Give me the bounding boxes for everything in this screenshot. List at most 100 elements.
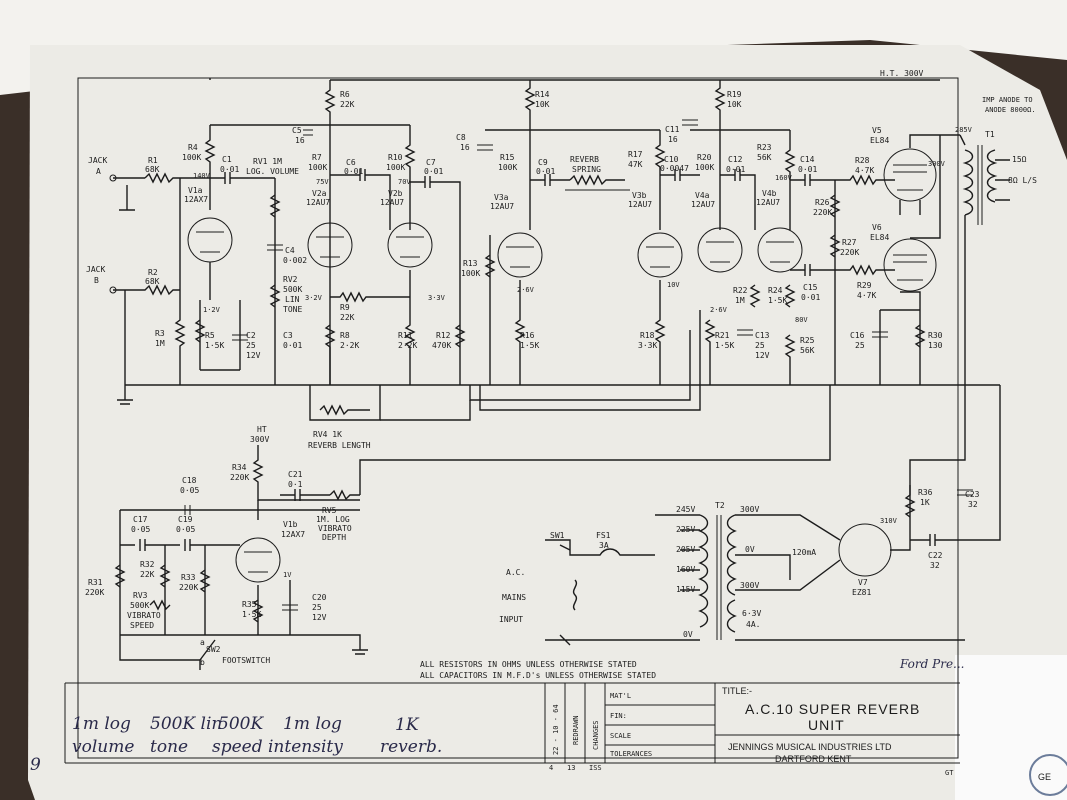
c13-voltage: 12V — [755, 351, 770, 360]
r2-ref: R2 — [148, 268, 158, 277]
drawing-border — [77, 77, 959, 759]
r16-value: 1·5K — [520, 341, 539, 350]
vibrato-ht-voltage: 300V — [250, 435, 269, 444]
r28-ref: R28 — [855, 156, 870, 165]
jack-b-label: JACK — [86, 265, 105, 274]
hand-note-speed-spec: 500K — [218, 714, 264, 734]
r30-value: 130 — [928, 341, 943, 350]
r3-ref: R3 — [155, 329, 165, 338]
fs1-ref: FS1 — [596, 531, 611, 540]
c22-value: 32 — [930, 561, 940, 570]
r22-ref: R22 — [733, 286, 748, 295]
c15-ref: C15 — [803, 283, 818, 292]
c5-value: 16 — [295, 136, 305, 145]
hand-note-reverb-spec: 1K — [395, 715, 420, 735]
r36-ref: R36 — [918, 488, 933, 497]
r1-value: 68K — [145, 165, 160, 174]
c7-value: 0·01 — [424, 167, 443, 176]
r6-ref: R6 — [340, 90, 350, 99]
v7-ref: V7 — [858, 578, 868, 587]
r34-value: 220K — [230, 473, 249, 482]
r14-ref: R14 — [535, 90, 550, 99]
sec-current: 120mA — [792, 548, 816, 557]
r18-ref: R18 — [640, 331, 655, 340]
rv5-function-2: DEPTH — [322, 533, 346, 542]
r14-value: 10K — [535, 100, 550, 109]
v6-type: EL84 — [870, 233, 889, 242]
r9-ref: R9 — [340, 303, 350, 312]
vibrato-ht-label: HT — [257, 425, 267, 434]
field-finish: FIN: — [610, 712, 627, 720]
v3a-type: 12AU7 — [490, 202, 514, 211]
rv5-value: 1M. LOG — [316, 515, 350, 524]
v1b-ref: V1b — [283, 520, 298, 529]
schematic-sheet — [28, 45, 1067, 800]
c16-ref: C16 — [850, 331, 865, 340]
tap-160v: 160V — [676, 565, 695, 574]
jack-b-letter: B — [94, 276, 99, 285]
c13-ref: C13 — [755, 331, 770, 340]
r1-ref: R1 — [148, 156, 158, 165]
v5-screen-voltage: 300V — [928, 160, 946, 168]
c7-ref: C7 — [426, 158, 436, 167]
corner-note: Ford Pre... — [899, 657, 964, 671]
resistor-note: ALL RESISTORS IN OHMS UNLESS OTHERWISE S… — [420, 660, 637, 669]
rv2-ref: RV2 — [283, 275, 298, 284]
rv3-function-2: SPEED — [130, 621, 154, 630]
c18-value: 0·05 — [180, 486, 199, 495]
hand-note-intensity-spec: 1m log — [283, 714, 342, 734]
c12-ref: C12 — [728, 155, 743, 164]
company-location: DARTFORD KENT — [775, 754, 852, 764]
c18-ref: C18 — [182, 476, 197, 485]
c15-value: 0·01 — [801, 293, 820, 302]
r21-value: 1·5K — [715, 341, 734, 350]
v1b-cathode-voltage: 1V — [283, 571, 292, 579]
r11-ref: R11 — [398, 331, 413, 340]
c19-value: 0·05 — [176, 525, 195, 534]
rv2-function: TONE — [283, 305, 302, 314]
c1-ref: C1 — [222, 155, 232, 164]
r10-value: 100K — [386, 163, 405, 172]
v4b-plate-voltage: 160V — [775, 174, 793, 182]
c11-ref: C11 — [665, 125, 680, 134]
white-card — [955, 655, 1067, 800]
date-label: 22 - 10 - 64 — [552, 704, 560, 755]
c1-value: 0·01 — [220, 165, 239, 174]
ac-input-label-2: MAINS — [502, 593, 526, 602]
r17-ref: R17 — [628, 150, 643, 159]
r6-value: 22K — [340, 100, 355, 109]
r28-value: 4·7K — [855, 166, 874, 175]
field-material: MAT'L — [610, 692, 631, 700]
r13-value: 100K — [461, 269, 480, 278]
v2a-ref: V2a — [312, 189, 327, 198]
title-label: TITLE:- — [722, 686, 752, 696]
v3b-cathode-voltage: 10V — [667, 281, 680, 289]
tap-115v: 115V — [676, 585, 695, 594]
revision-number: 4 — [549, 764, 553, 772]
drawing-title-line-2: UNIT — [808, 717, 845, 733]
v3a-cathode-voltage: 2·6V — [517, 286, 535, 294]
r29-ref: R29 — [857, 281, 872, 290]
hand-note-tone: tone — [150, 737, 188, 757]
r11-value: 2·2K — [398, 341, 417, 350]
heater-voltage: 6·3V — [742, 609, 761, 618]
c9-value: 0·01 — [536, 167, 555, 176]
hand-note-volume-spec: 1m log — [72, 714, 131, 734]
capacitor-note: ALL CAPACITORS IN M.F.D's UNLESS OTHERWI… — [420, 671, 656, 680]
r30-ref: R30 — [928, 331, 943, 340]
v5-plate-voltage: 285V — [955, 126, 973, 134]
r24-ref: R24 — [768, 286, 783, 295]
v3a-ref: V3a — [494, 193, 509, 202]
v7-type: EZ81 — [852, 588, 871, 597]
c19-ref: C19 — [178, 515, 193, 524]
ac-input-label-1: A.C. — [506, 568, 525, 577]
r9-value: 22K — [340, 313, 355, 322]
v1a-type: 12AX7 — [184, 195, 208, 204]
r8-ref: R8 — [340, 331, 350, 340]
c20-value: 25 — [312, 603, 322, 612]
r17-value: 47K — [628, 160, 643, 169]
sw2-ref: SW2 — [206, 645, 221, 654]
r18-value: 3·3K — [638, 341, 657, 350]
r25-value: 56K — [800, 346, 815, 355]
